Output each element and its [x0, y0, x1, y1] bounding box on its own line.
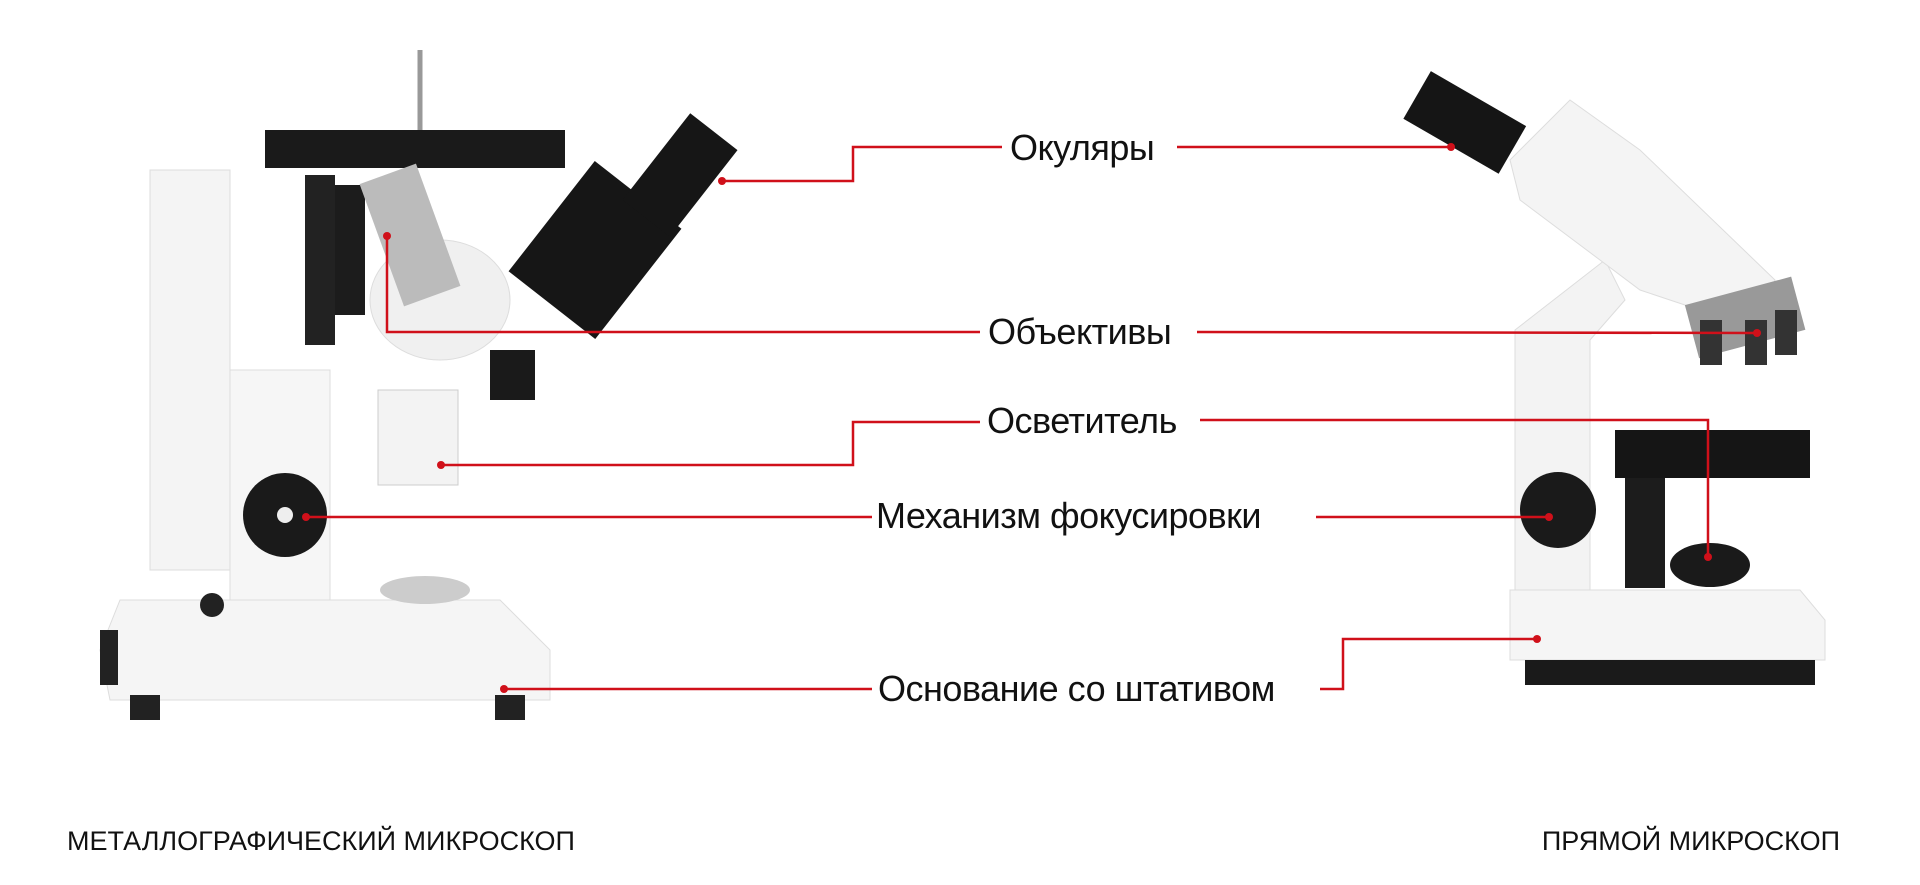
leader-illuminator-left: [441, 420, 980, 467]
label-illuminator: Осветитель: [987, 400, 1177, 441]
label-base-with-stand: Основание со штативом: [878, 668, 1275, 709]
label-eyepieces: Окуляры: [1010, 127, 1155, 168]
leader-base-right: [1320, 637, 1537, 691]
label-focus-mechanism: Механизм фокусировки: [876, 495, 1262, 536]
upright-microscope: [1403, 71, 1826, 685]
leader-objectives-left: [385, 236, 980, 334]
leader-dots: [302, 143, 1761, 693]
metallographic-microscope: [99, 50, 738, 720]
leader-objectives-right: [1196, 330, 1758, 335]
label-objectives: Объективы: [988, 311, 1172, 352]
leader-illuminator-right: [1200, 418, 1710, 557]
caption-metallographic: МЕТАЛЛОГРАФИЧЕСКИЙ МИКРОСКОП: [67, 826, 575, 856]
leader-eyepieces-left: [722, 145, 1002, 183]
leader-lines: [306, 145, 1758, 691]
caption-upright: ПРЯМОЙ МИКРОСКОП: [1541, 826, 1840, 856]
